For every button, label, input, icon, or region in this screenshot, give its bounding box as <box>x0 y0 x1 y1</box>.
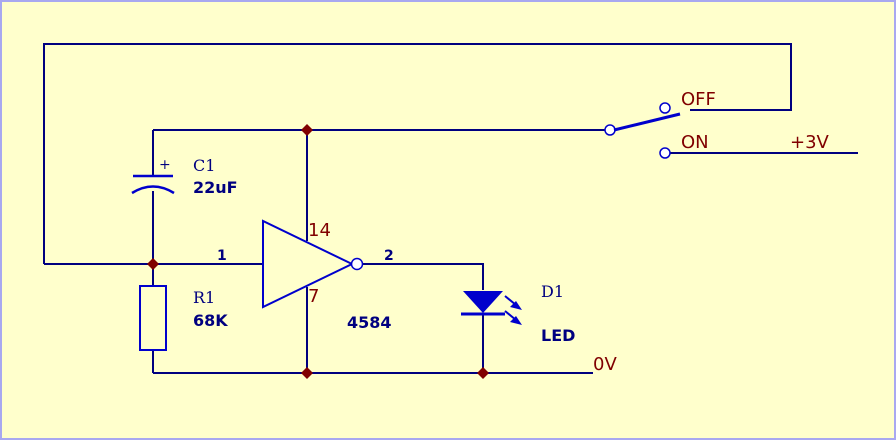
ground-label: 0V <box>593 354 617 375</box>
supply-label: +3V <box>790 132 830 153</box>
capacitor-value-label: 22uF <box>193 178 238 197</box>
led-emission-arrowhead-2 <box>510 316 522 325</box>
inverter-triangle <box>262 219 355 309</box>
inverter-bubble <box>350 257 364 271</box>
led-d1 <box>461 291 522 325</box>
labels: OFF ON +3V 0V + C1 22uF R1 68K 1 2 14 7 … <box>159 89 830 375</box>
resistor-ref-label: R1 <box>193 288 215 307</box>
capacitor-plate-bottom <box>131 185 175 195</box>
junction-ground-gate <box>301 367 313 379</box>
led-value-label: LED <box>541 326 575 345</box>
junctions <box>147 124 489 379</box>
wire-output <box>363 263 484 290</box>
capacitor-polarity-label: + <box>159 157 171 173</box>
led-ref-label: D1 <box>541 282 564 301</box>
capacitor-c1 <box>131 174 175 195</box>
led-emission-arrowhead-1 <box>510 301 522 310</box>
switch <box>604 102 681 159</box>
wires <box>43 43 858 374</box>
resistor-value-label: 68K <box>193 311 228 330</box>
led-triangle <box>463 291 503 313</box>
inverter-pin-in-label: 1 <box>217 248 227 264</box>
wire-feedback-loop <box>43 43 792 264</box>
switch-on-contact <box>659 147 671 159</box>
inverter-part-label: 4584 <box>347 313 392 332</box>
switch-off-label: OFF <box>681 89 716 110</box>
capacitor-ref-label: C1 <box>193 156 215 175</box>
resistor-r1-body <box>139 285 167 351</box>
inverter-gate <box>262 219 364 309</box>
switch-on-label: ON <box>681 132 709 153</box>
inverter-pin-vdd-label: 14 <box>308 220 331 241</box>
junction-top-rail <box>301 124 313 136</box>
inverter-pin-out-label: 2 <box>384 248 394 264</box>
junction-input-node <box>147 258 159 270</box>
switch-common-contact <box>604 124 616 136</box>
junction-ground-led <box>477 367 489 379</box>
switch-off-contact <box>659 102 671 114</box>
switch-lever <box>613 112 681 132</box>
inverter-pin-gnd-label: 7 <box>308 286 319 307</box>
